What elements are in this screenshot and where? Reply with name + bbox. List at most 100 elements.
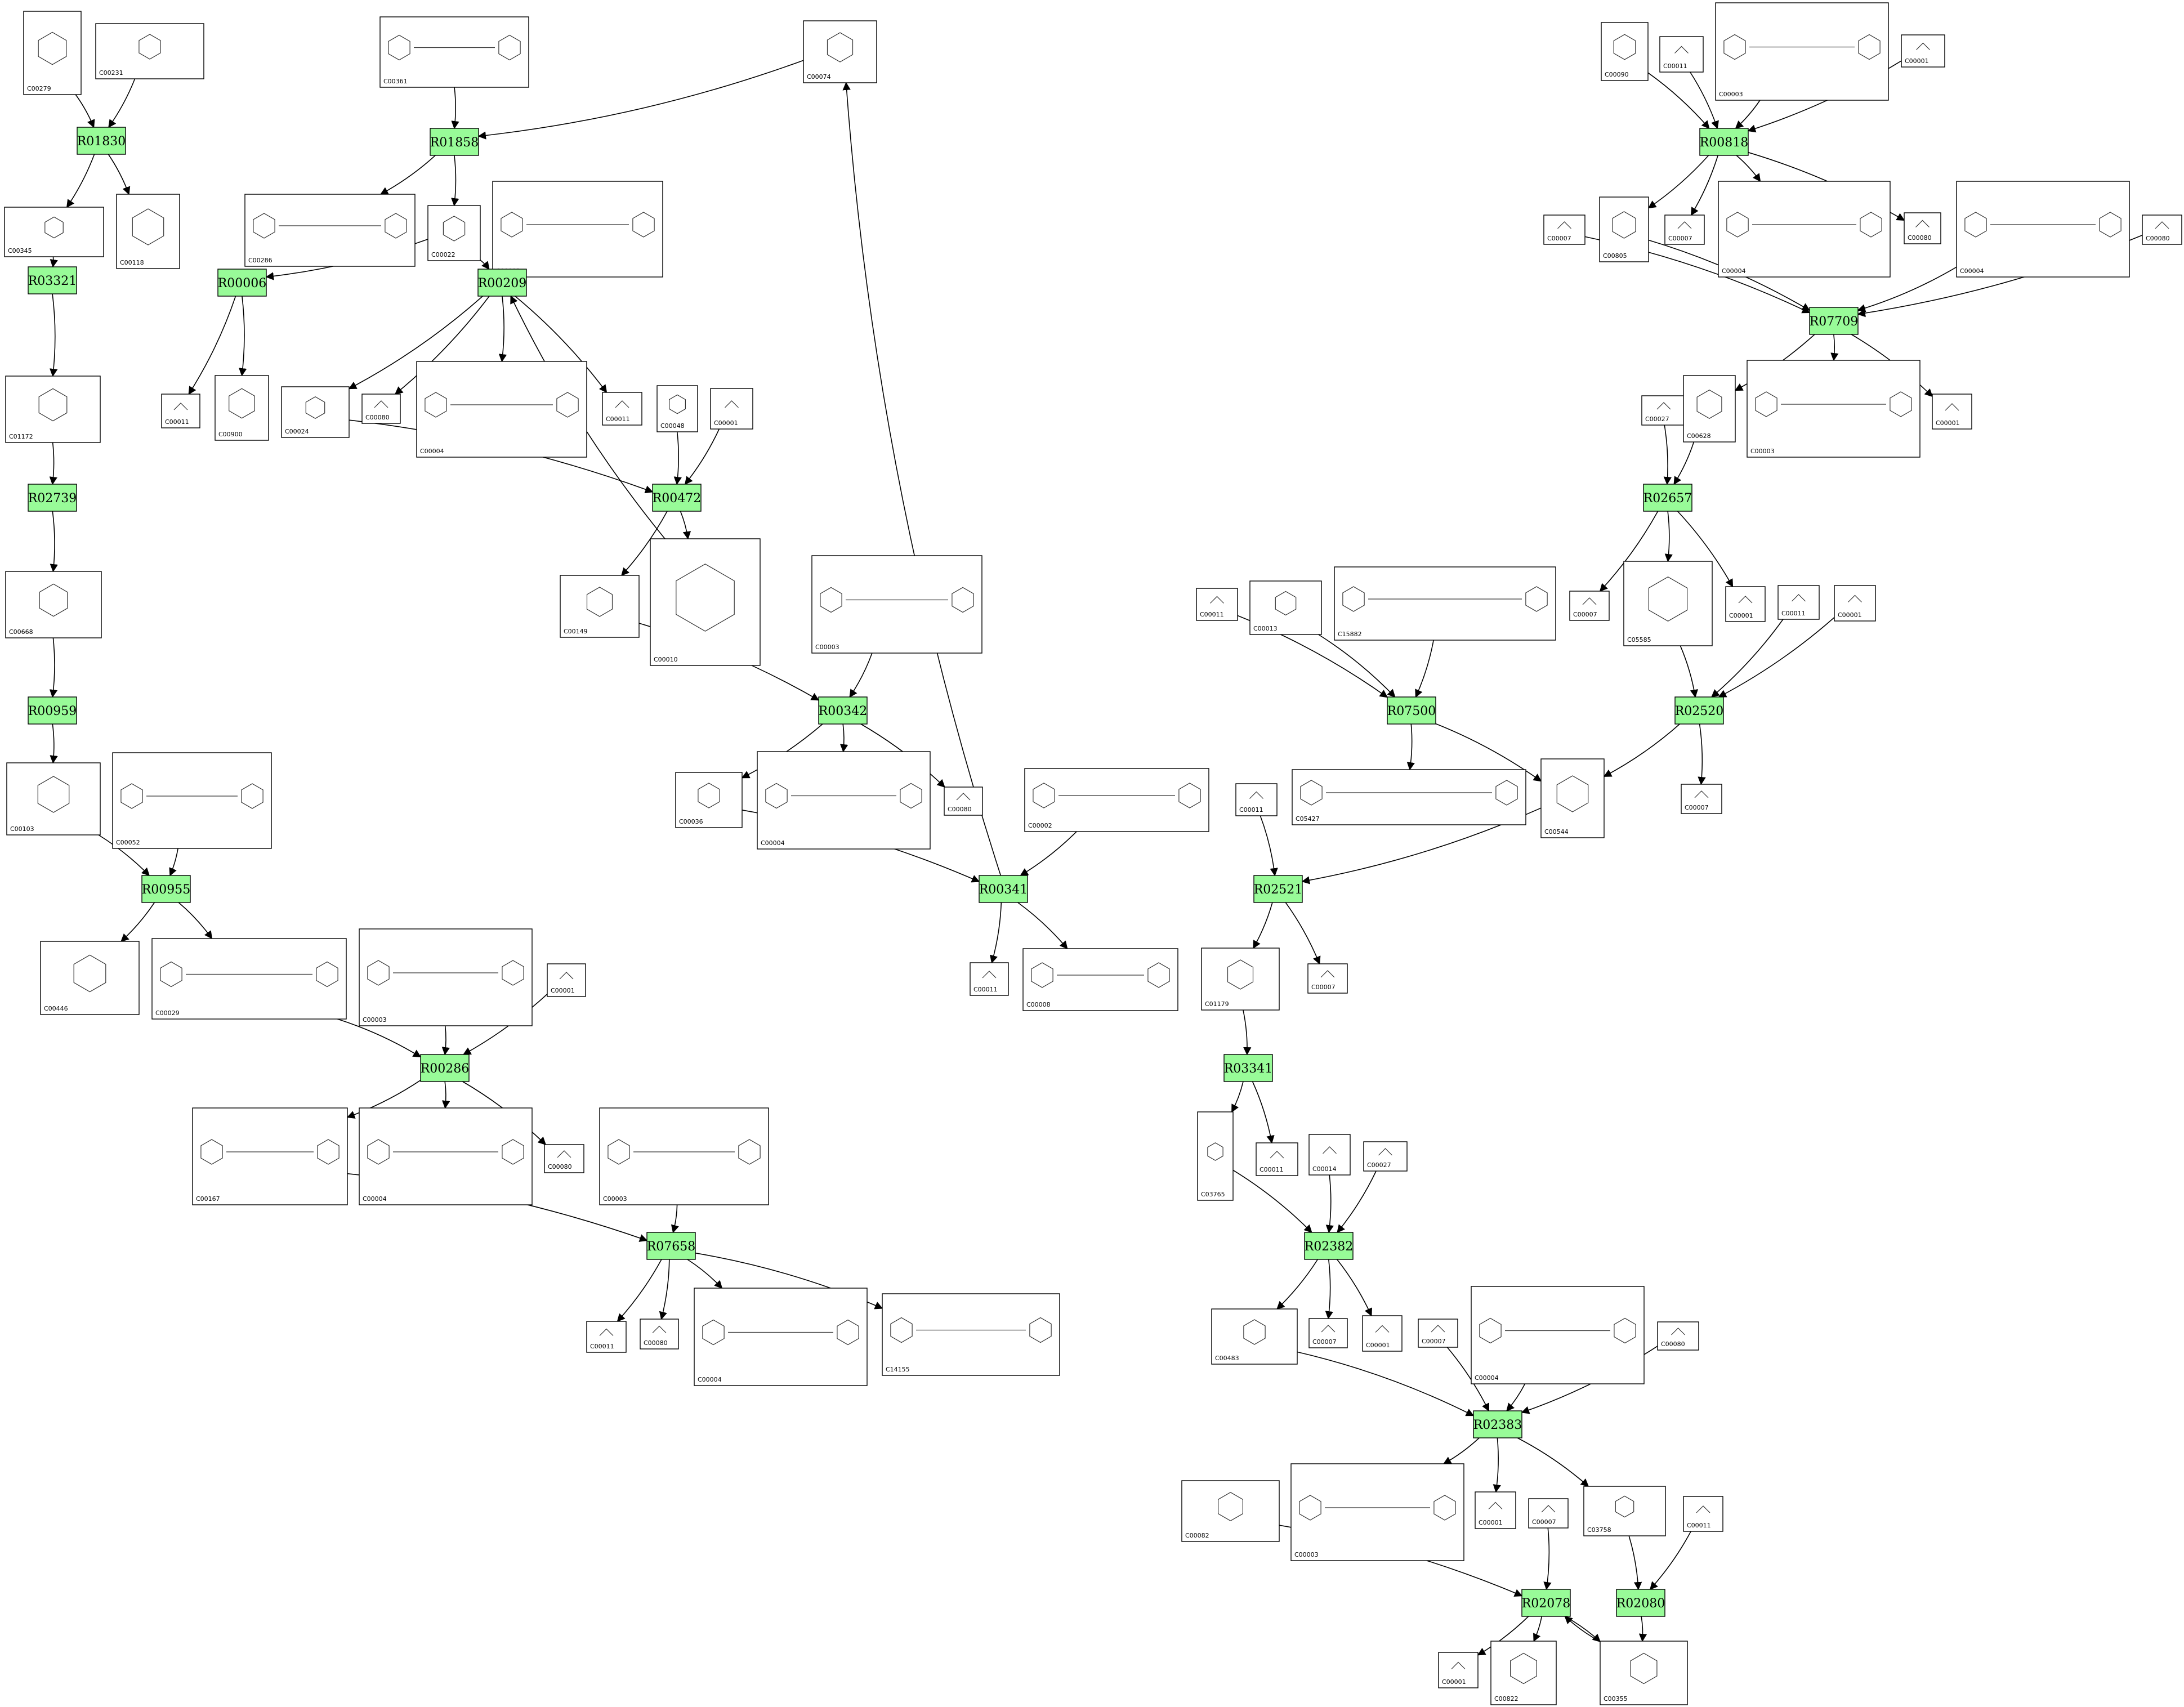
compound-c00001g[interactable]: C00001 — [1362, 1315, 1403, 1352]
compound-c00007h[interactable]: C00007 — [1528, 1498, 1569, 1529]
reaction-r01858[interactable]: R01858 — [430, 128, 479, 156]
compound-c00082[interactable]: C00082 — [1181, 1480, 1280, 1542]
compound-c00001i[interactable]: C00001 — [1438, 1652, 1479, 1688]
compound-c00003b[interactable]: C00003 — [811, 555, 982, 654]
compound-c00001c[interactable]: C00001 — [1901, 34, 1945, 68]
compound-c00805[interactable]: C00805 — [1599, 196, 1649, 262]
compound-c14155[interactable]: C14155 — [882, 1293, 1060, 1376]
compound-c00011d[interactable]: C00011 — [586, 1321, 627, 1353]
compound-c00483[interactable]: C00483 — [1211, 1308, 1298, 1365]
reaction-r07500[interactable]: R07500 — [1387, 696, 1436, 725]
reaction-r03341[interactable]: R03341 — [1223, 1054, 1273, 1082]
compound-c00011j[interactable]: C00011 — [1683, 1496, 1723, 1532]
compound-c00628[interactable]: C00628 — [1683, 375, 1736, 443]
compound-c00007c[interactable]: C00007 — [1569, 591, 1610, 621]
compound-c00002[interactable]: C00002 — [1024, 768, 1209, 832]
compound-c00011g[interactable]: C00011 — [1777, 585, 1820, 620]
compound-c15882[interactable]: C15882 — [1334, 566, 1556, 641]
compound-c00001d[interactable]: C00001 — [1932, 394, 1972, 430]
compound-c01179[interactable]: C01179 — [1201, 948, 1280, 1011]
compound-c00167[interactable]: C00167 — [192, 1107, 348, 1205]
compound-c00003d[interactable]: C00003 — [599, 1107, 769, 1205]
compound-c00011h[interactable]: C00011 — [1235, 783, 1278, 816]
reaction-r01830[interactable]: R01830 — [77, 127, 126, 155]
reaction-r07658[interactable]: R07658 — [646, 1232, 696, 1260]
compound-c00029[interactable]: C00029 — [151, 938, 347, 1020]
compound-c00014[interactable]: C00014 — [1308, 1134, 1351, 1176]
reaction-r00006[interactable]: R00006 — [217, 269, 267, 297]
compound-c00003g[interactable]: C00003 — [1290, 1463, 1464, 1561]
compound-c00080e[interactable]: C00080 — [1904, 212, 1941, 244]
reaction-r02078[interactable]: R02078 — [1521, 1589, 1571, 1617]
compound-c00008[interactable]: C00008 — [1022, 948, 1178, 1011]
compound-c00004b[interactable]: C00004 — [757, 751, 931, 850]
compound-c00027a[interactable]: C00027 — [1641, 395, 1686, 426]
compound-c00003a[interactable]: C00003 — [492, 181, 663, 278]
compound-c00090[interactable]: C00090 — [1601, 22, 1649, 81]
reaction-r02520[interactable]: R02520 — [1674, 696, 1724, 725]
compound-c00004d[interactable]: C00004 — [694, 1288, 868, 1386]
compound-c00900[interactable]: C00900 — [215, 375, 269, 441]
compound-c00013[interactable]: C00013 — [1249, 580, 1322, 635]
reaction-r00472[interactable]: R00472 — [652, 484, 702, 512]
compound-c00074[interactable]: C00074 — [803, 20, 877, 83]
compound-c00361[interactable]: C00361 — [379, 16, 529, 88]
compound-c00345[interactable]: C00345 — [4, 207, 104, 257]
reaction-r00209[interactable]: R00209 — [477, 269, 527, 297]
reaction-r02739[interactable]: R02739 — [28, 484, 77, 512]
compound-c00446[interactable]: C00446 — [40, 941, 140, 1015]
compound-c00004e[interactable]: C00004 — [1718, 181, 1891, 278]
compound-c00011a[interactable]: C00011 — [161, 394, 200, 428]
compound-c00001b[interactable]: C00001 — [547, 963, 586, 997]
reaction-r00341[interactable]: R00341 — [979, 875, 1028, 903]
reaction-r00818[interactable]: R00818 — [1699, 128, 1749, 156]
compound-c00103[interactable]: C00103 — [6, 762, 101, 835]
compound-c00004g[interactable]: C00004 — [1471, 1286, 1645, 1384]
compound-c00286[interactable]: C00286 — [244, 194, 416, 267]
compound-c00279[interactable]: C00279 — [23, 11, 82, 95]
compound-c00822[interactable]: C00822 — [1490, 1641, 1557, 1705]
reaction-r02080[interactable]: R02080 — [1616, 1589, 1665, 1617]
reaction-r03321[interactable]: R03321 — [28, 266, 77, 294]
compound-c00024[interactable]: C00024 — [281, 386, 350, 438]
compound-c00668[interactable]: C00668 — [5, 571, 102, 638]
compound-c00080d[interactable]: C00080 — [640, 1319, 679, 1349]
reaction-r00955[interactable]: R00955 — [141, 875, 191, 903]
compound-c00004a[interactable]: C00004 — [416, 361, 587, 458]
compound-c00003f[interactable]: C00003 — [1747, 360, 1921, 458]
reaction-r07709[interactable]: R07709 — [1809, 307, 1859, 335]
compound-c00011e[interactable]: C00011 — [1659, 36, 1704, 73]
compound-c00003c[interactable]: C00003 — [359, 928, 533, 1026]
reaction-r02657[interactable]: R02657 — [1643, 484, 1692, 512]
compound-c00001e[interactable]: C00001 — [1725, 586, 1766, 622]
reaction-r00342[interactable]: R00342 — [818, 696, 868, 725]
compound-c00080b[interactable]: C00080 — [944, 787, 983, 816]
compound-c00118[interactable]: C00118 — [116, 194, 180, 269]
reaction-r02383[interactable]: R02383 — [1473, 1410, 1522, 1438]
compound-c00544[interactable]: C00544 — [1540, 758, 1605, 838]
compound-c03758[interactable]: C03758 — [1583, 1486, 1666, 1536]
compound-c00007d[interactable]: C00007 — [1681, 784, 1722, 814]
reaction-r00959[interactable]: R00959 — [28, 696, 77, 725]
compound-c05427[interactable]: C05427 — [1292, 769, 1526, 825]
compound-c00052[interactable]: C00052 — [112, 752, 272, 849]
compound-c00001h[interactable]: C00001 — [1475, 1491, 1516, 1529]
compound-c00080a[interactable]: C00080 — [361, 394, 401, 424]
compound-c00007b[interactable]: C00007 — [1664, 215, 1705, 245]
reaction-r02521[interactable]: R02521 — [1253, 875, 1303, 903]
compound-c00048[interactable]: C00048 — [656, 385, 698, 432]
compound-c00027b[interactable]: C00027 — [1363, 1141, 1408, 1172]
compound-c00011f[interactable]: C00011 — [1196, 588, 1238, 621]
compound-c00231[interactable]: C00231 — [95, 23, 204, 79]
compound-c00355[interactable]: C00355 — [1600, 1641, 1688, 1705]
compound-c00003e[interactable]: C00003 — [1715, 2, 1889, 101]
compound-c00080c[interactable]: C00080 — [544, 1144, 584, 1173]
compound-c00007e[interactable]: C00007 — [1307, 963, 1348, 994]
compound-c01172[interactable]: C01172 — [5, 376, 101, 443]
reaction-r02382[interactable]: R02382 — [1304, 1232, 1354, 1260]
compound-c00001a[interactable]: C00001 — [710, 388, 753, 430]
compound-c00004f[interactable]: C00004 — [1956, 181, 2130, 278]
compound-c00011c[interactable]: C00011 — [970, 962, 1009, 996]
compound-c00001f[interactable]: C00001 — [1834, 585, 1876, 622]
compound-c00007f[interactable]: C00007 — [1308, 1318, 1348, 1348]
